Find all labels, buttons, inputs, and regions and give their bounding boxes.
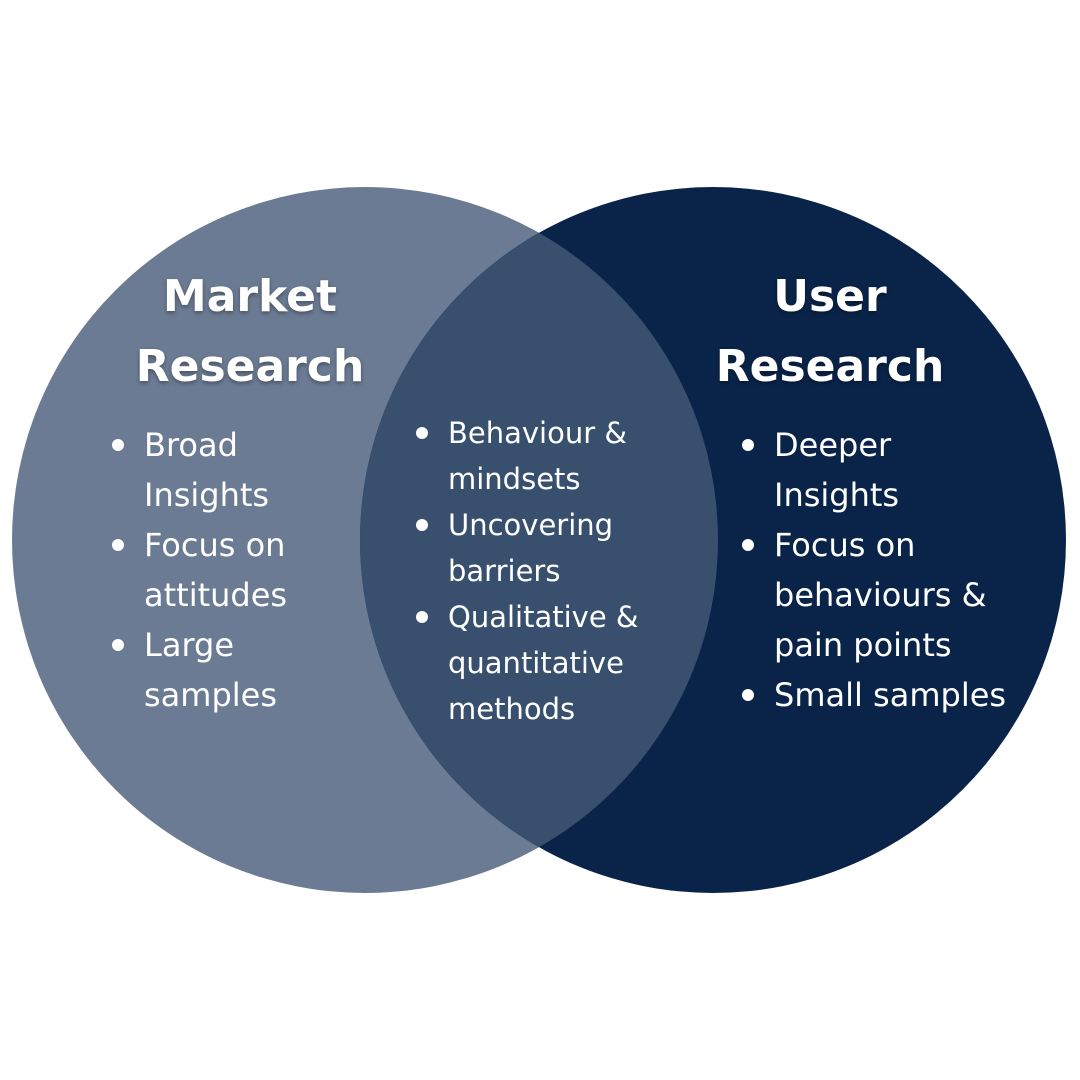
user-research-title-line1: User [773, 271, 887, 322]
list-item: Focus on behaviours & pain points [738, 520, 1023, 670]
user-research-title-line2: Research [715, 341, 945, 392]
market-research-title-line2: Research [135, 341, 365, 392]
market-research-title-line1: Market [162, 271, 338, 322]
list-item: Uncovering barriers [412, 502, 662, 594]
list-item: Focus on attitudes [108, 520, 348, 620]
list-item: Small samples [738, 670, 1023, 720]
list-item: Broad Insights [108, 420, 348, 520]
overlap-region [360, 187, 718, 893]
list-item: Large samples [108, 620, 348, 720]
list-item: Behaviour & mindsets [412, 410, 662, 502]
list-item: Deeper Insights [738, 420, 1023, 520]
list-item: Qualitative & quantitative methods [412, 594, 662, 732]
overlap-list: Behaviour & mindsets Uncovering barriers… [412, 410, 662, 732]
user-research-list: Deeper Insights Focus on behaviours & pa… [738, 420, 1023, 720]
market-research-list: Broad Insights Focus on attitudes Large … [108, 420, 348, 720]
market-research-title: Market Research [100, 262, 400, 402]
user-research-title: User Research [680, 262, 980, 402]
